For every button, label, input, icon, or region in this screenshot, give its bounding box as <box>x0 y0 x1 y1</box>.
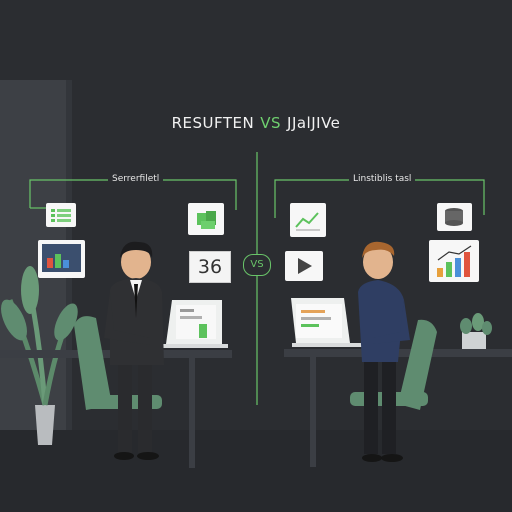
list-card <box>46 203 76 227</box>
play-card <box>285 251 323 281</box>
line-chart-icon <box>295 212 320 231</box>
play-icon <box>298 258 312 274</box>
person-left <box>104 241 164 460</box>
right-panel-label: Linstiblis tasl <box>349 174 416 184</box>
left-panel-label: Serrerfiletl <box>108 174 164 184</box>
title-left: RESUFTEN <box>171 114 255 132</box>
monitor-chart-icon <box>42 244 81 272</box>
title-vs: VS <box>260 114 282 132</box>
title-right: JJalJIVe <box>287 114 341 132</box>
laptop-left <box>150 300 228 348</box>
floor <box>0 430 512 512</box>
bar-chart-card <box>429 240 479 282</box>
database-icon <box>445 208 463 226</box>
database-card <box>437 203 472 231</box>
cubes-icon <box>197 211 216 229</box>
scene-title: RESUFTEN VS JJalJIVe <box>0 114 512 132</box>
monitor-card <box>38 240 85 278</box>
plant-right <box>460 313 492 349</box>
person-right <box>358 241 410 462</box>
cubes-card <box>188 203 224 235</box>
vs-badge: VS <box>243 254 271 276</box>
laptop-right <box>291 298 364 347</box>
bar-chart-icon <box>437 245 472 277</box>
desk-right-leg <box>310 357 316 467</box>
desk-left-leg <box>189 358 195 468</box>
line-chart-card <box>290 203 326 237</box>
list-icon <box>51 209 71 222</box>
metric-number: 36 <box>189 251 231 283</box>
